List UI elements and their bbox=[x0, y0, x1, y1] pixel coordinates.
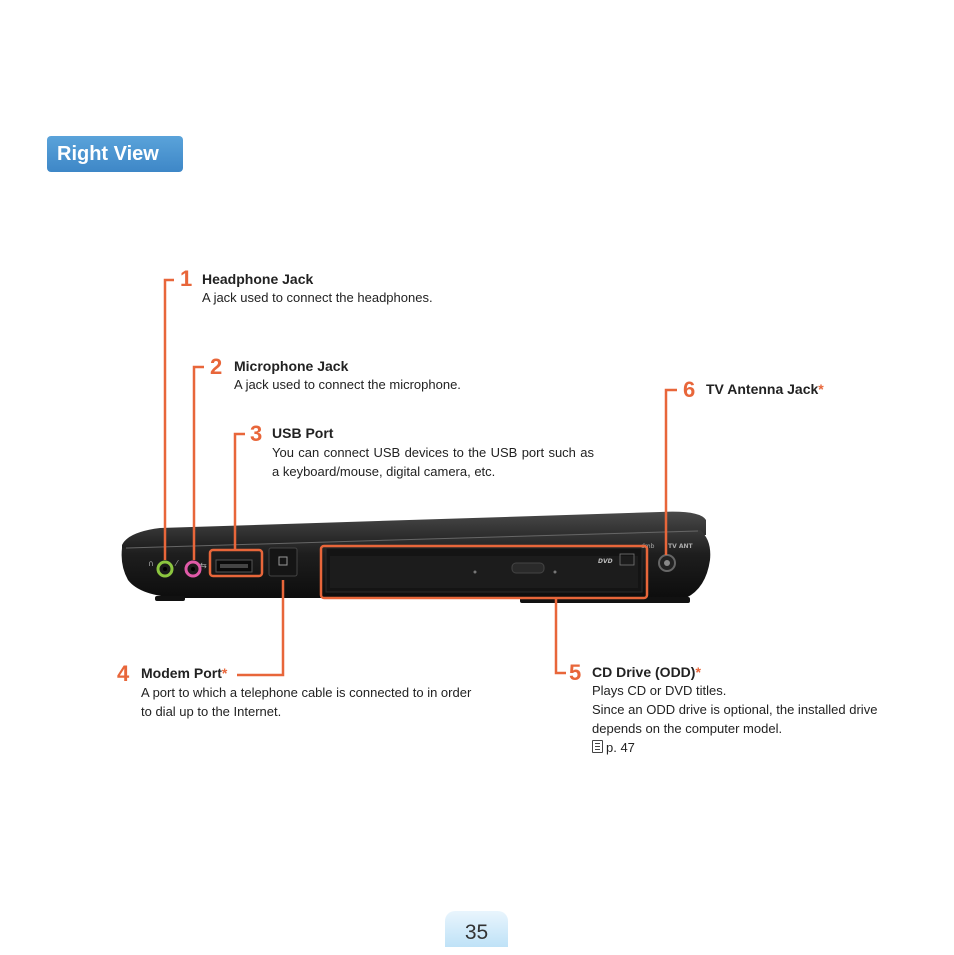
item-3-number: 3 bbox=[250, 421, 263, 446]
laptop-foot-left bbox=[155, 596, 185, 601]
callout-line-6 bbox=[664, 388, 677, 555]
item-6-title-row: TV Antenna Jack* bbox=[706, 381, 824, 397]
item-4-number: 4 bbox=[117, 661, 130, 686]
section-header-tab: Right View bbox=[47, 136, 183, 172]
item-5-reference-page[interactable]: p. 47 bbox=[606, 740, 635, 755]
item-5-title: CD Drive (ODD) bbox=[592, 664, 696, 680]
item-4-desc: A port to which a telephone cable is con… bbox=[141, 685, 472, 719]
tv-antenna-jack-port: dmb TV ANT bbox=[641, 543, 693, 572]
item-5-optional-mark: * bbox=[695, 664, 701, 680]
svg-text:⇆: ⇆ bbox=[200, 561, 207, 570]
dvd-logo: DVD bbox=[598, 558, 613, 565]
callout-line-3 bbox=[233, 432, 245, 550]
item-1-number: 1 bbox=[180, 266, 193, 291]
item-4-title-row: Modem Port* bbox=[141, 665, 227, 681]
item-5-desc-line-2: Since an ODD drive is optional, the inst… bbox=[592, 702, 878, 736]
svg-text:dmb: dmb bbox=[641, 543, 655, 550]
headphone-jack-port: ∩ bbox=[148, 559, 174, 578]
item-2-number: 2 bbox=[210, 354, 223, 379]
odd-highlight-box bbox=[319, 544, 649, 600]
item-3-desc: You can connect USB devices to the USB p… bbox=[272, 445, 594, 479]
item-2-title: Microphone Jack bbox=[234, 358, 349, 374]
item-5-title-row: CD Drive (ODD)* bbox=[592, 664, 701, 680]
item-6-number: 6 bbox=[683, 377, 696, 402]
optical-drive: DVD bbox=[325, 547, 643, 593]
item-5-number: 5 bbox=[569, 660, 582, 685]
callout-line-5 bbox=[554, 598, 566, 675]
item-5-desc-line-1: Plays CD or DVD titles. bbox=[592, 683, 727, 698]
item-6-title: TV Antenna Jack bbox=[706, 381, 819, 397]
microphone-jack-port: ⁄ bbox=[174, 559, 202, 578]
item-5-desc: Plays CD or DVD titles. Since an ODD dri… bbox=[592, 681, 882, 757]
item-1-title: Headphone Jack bbox=[202, 271, 314, 287]
modem-port bbox=[268, 547, 298, 577]
item-1-desc: A jack used to connect the headphones. bbox=[202, 290, 433, 305]
section-title: Right View bbox=[57, 143, 159, 165]
item-3-title: USB Port bbox=[272, 425, 334, 441]
item-5-reference[interactable]: p. 47 bbox=[592, 738, 882, 757]
callout-line-4 bbox=[237, 580, 285, 677]
item-4-title: Modem Port bbox=[141, 665, 222, 681]
page-number: 35 bbox=[445, 911, 508, 947]
tv-ant-label: TV ANT bbox=[668, 543, 693, 550]
manual-reference-icon bbox=[592, 740, 603, 753]
laptop-lid bbox=[122, 511, 706, 552]
item-4-optional-mark: * bbox=[221, 665, 228, 681]
callout-line-1 bbox=[163, 278, 174, 560]
callout-line-2 bbox=[192, 365, 204, 560]
svg-text:⁄: ⁄ bbox=[174, 559, 179, 568]
item-6-optional-mark: * bbox=[818, 381, 824, 397]
item-2-desc: A jack used to connect the microphone. bbox=[234, 377, 461, 392]
svg-text:∩: ∩ bbox=[148, 559, 154, 568]
usb-port: ⇆ bbox=[200, 559, 253, 573]
